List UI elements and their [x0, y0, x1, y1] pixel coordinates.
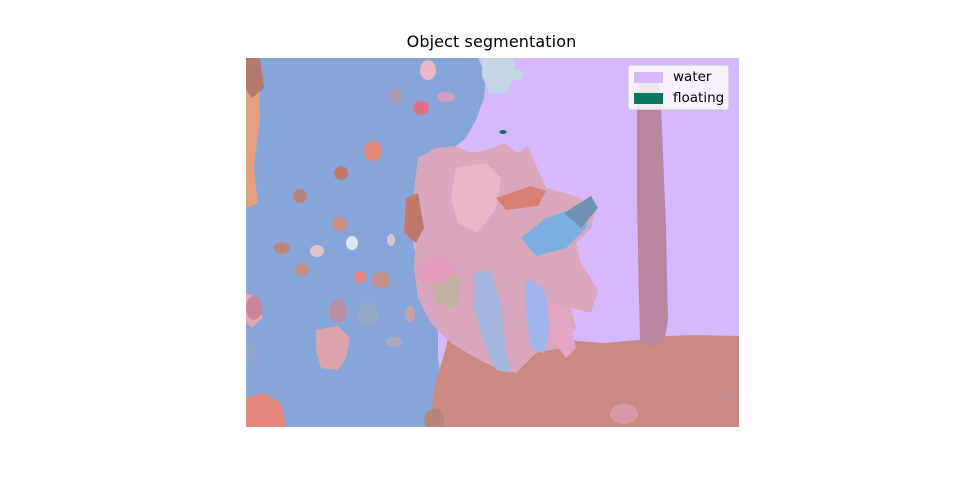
legend: water floating [628, 65, 729, 110]
blob-22 [246, 345, 259, 363]
coral-stem [404, 193, 424, 243]
blob-7 [293, 189, 307, 203]
blob-15 [387, 234, 395, 246]
water-region-left [246, 58, 486, 427]
blob-10 [310, 245, 324, 257]
blob-13 [354, 271, 366, 283]
floating-segment [499, 130, 507, 134]
water-swatch [634, 71, 663, 83]
blob-3 [388, 88, 402, 104]
left-edge-top [246, 58, 264, 98]
coral-highlight [451, 163, 501, 233]
blob-11 [346, 236, 358, 250]
blob-4 [420, 60, 436, 80]
orange-petal [496, 186, 546, 210]
blue-strand-1 [474, 270, 511, 373]
left-edge-strip [246, 73, 260, 208]
segmentation-image [246, 58, 739, 427]
pink-strand [546, 298, 576, 358]
blob-20 [316, 326, 350, 370]
chart-title: Object segmentation [406, 32, 577, 51]
blob-18 [405, 306, 415, 322]
tree-trunk-region [637, 72, 668, 346]
left-edge-bottom [246, 393, 286, 427]
segmentation-mask [246, 58, 739, 427]
blob-16 [329, 299, 347, 323]
blob-24 [610, 404, 638, 424]
legend-item-floating: floating [634, 90, 724, 106]
blue-strand-2 [526, 278, 551, 353]
floating-swatch [634, 92, 663, 104]
blob-25 [719, 390, 739, 402]
blob-12 [295, 264, 309, 276]
legend-label-water: water [673, 69, 712, 85]
pink-leaf [416, 254, 458, 284]
blob-19 [386, 337, 402, 347]
blue-fin-tip [564, 196, 598, 228]
blob-1 [364, 141, 382, 161]
blob-14 [372, 272, 390, 288]
blob-6 [334, 166, 348, 180]
blob-21 [246, 296, 262, 320]
blob-2 [413, 101, 429, 115]
blob-5 [437, 92, 455, 102]
top-fragment [482, 58, 516, 94]
blob-8 [332, 217, 348, 231]
blob-26 [510, 70, 524, 80]
legend-item-water: water [634, 69, 711, 85]
blob-17 [358, 302, 378, 326]
legend-label-floating: floating [673, 90, 725, 106]
blob-23 [424, 409, 444, 427]
blob-9 [274, 242, 290, 254]
